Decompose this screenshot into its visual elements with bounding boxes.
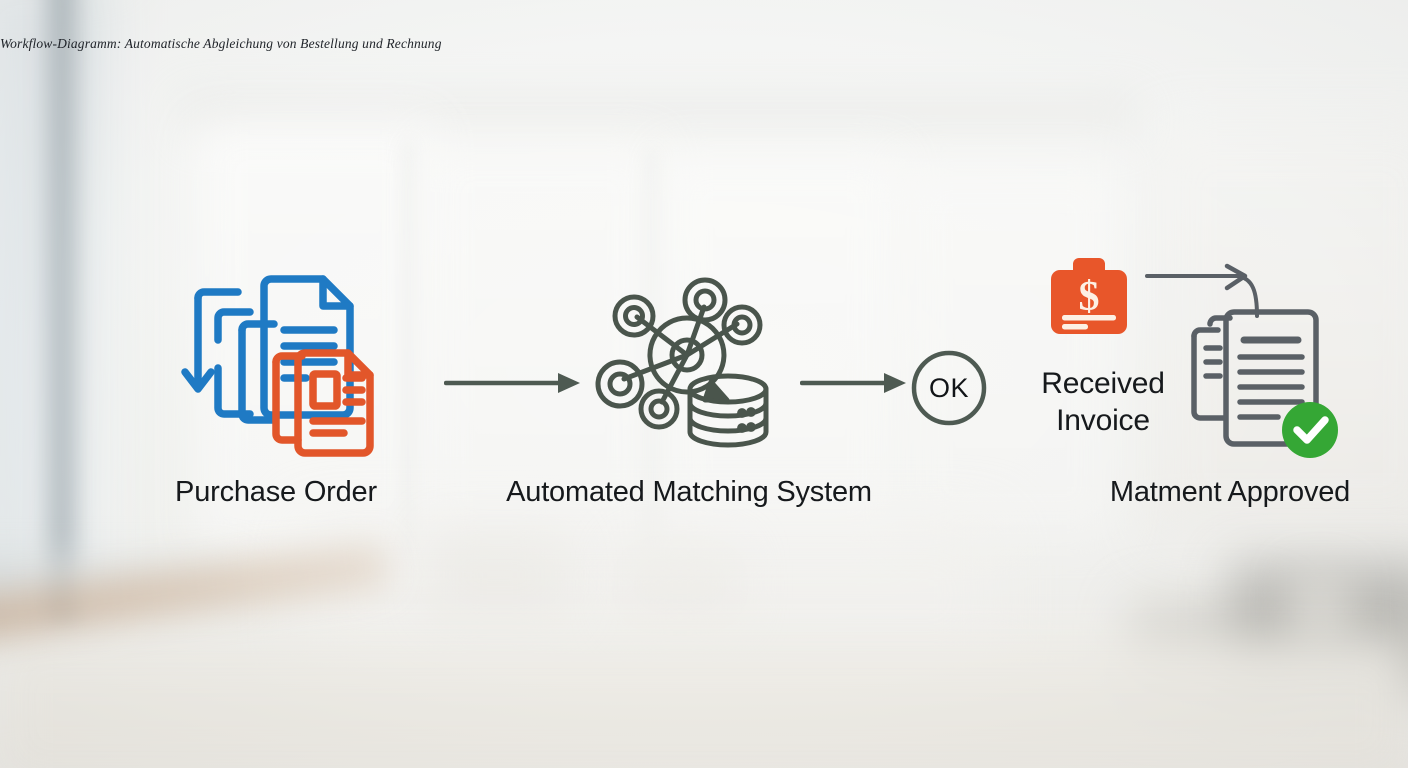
node-label-purchase-order: Purchase Order xyxy=(175,476,377,508)
node-label-received-invoice-line1: Received xyxy=(1041,367,1165,400)
arrow-matching-to-ok xyxy=(799,370,910,396)
background-wall-panel-2 xyxy=(420,140,660,550)
node-received-invoice[interactable]: $ xyxy=(1043,248,1135,340)
status-badge-ok-label: OK xyxy=(928,372,969,403)
node-label-payment-approved: Matment Approved xyxy=(1109,476,1351,508)
node-purchase-order[interactable] xyxy=(178,258,378,458)
arrow-po-to-matching xyxy=(443,370,584,396)
background-cabinet-highlight xyxy=(1290,570,1350,650)
diagram-caption: Workflow-Diagramm: Automatische Abgleich… xyxy=(0,36,442,51)
approved-check-badge xyxy=(1282,402,1338,458)
background-wall-panel-1 xyxy=(195,120,435,550)
circle-outline-icon xyxy=(911,350,987,426)
status-badge-ok[interactable]: OK xyxy=(911,350,987,426)
node-label-automated-matching-system: Automated Matching System xyxy=(506,476,872,508)
background-furniture-blur-2 xyxy=(620,545,740,625)
node-automated-matching-system[interactable] xyxy=(592,272,782,452)
background-window-frame xyxy=(46,0,80,620)
approved-documents-icon xyxy=(1191,309,1338,458)
check-icon xyxy=(1293,416,1329,444)
svg-text:$: $ xyxy=(1079,274,1100,320)
documents-exchange-icon xyxy=(181,275,374,457)
background-furniture-blur-1 xyxy=(430,530,570,620)
invoice-briefcase-icon: $ xyxy=(1051,258,1127,334)
background-floor xyxy=(0,640,1408,768)
network-database-icon xyxy=(595,277,769,448)
background-right-wall xyxy=(1150,120,1408,540)
node-payment-approved[interactable] xyxy=(1180,300,1346,460)
node-label-received-invoice-line2: Invoice xyxy=(1056,404,1150,438)
background-panel-divider-1 xyxy=(405,140,411,560)
node-label-received-invoice: Received Invoice xyxy=(1000,365,1206,439)
background-wall-panel-4 xyxy=(900,160,1120,540)
